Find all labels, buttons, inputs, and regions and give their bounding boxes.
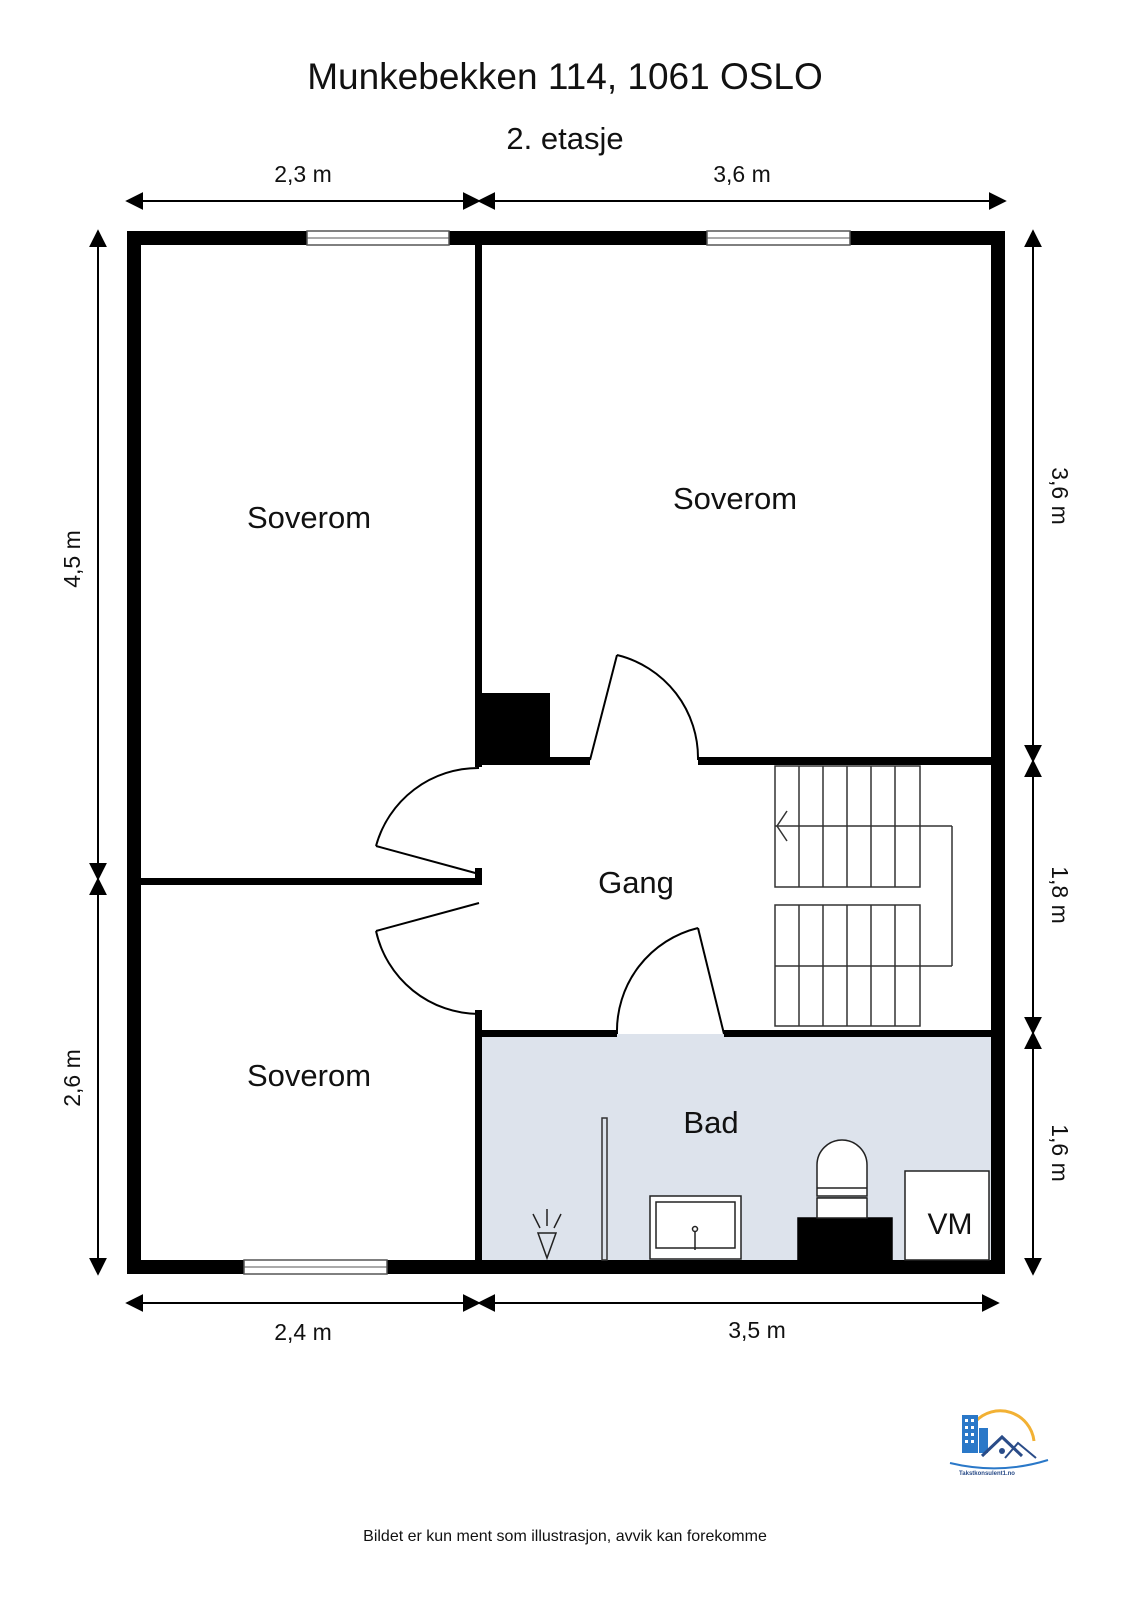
- toilet-icon: [797, 1139, 893, 1261]
- staircase: [774, 765, 953, 1027]
- room-label-hallway: Gang: [598, 865, 674, 900]
- door-bathroom: [615, 927, 725, 1035]
- door-bedroom-top-right: [589, 654, 700, 761]
- logo-swoosh: [949, 1459, 1049, 1470]
- dim-label-bottom-left: 2,4 m: [274, 1319, 332, 1345]
- washing-machine: VM: [904, 1170, 990, 1261]
- building-icon: [962, 1415, 988, 1453]
- disclaimer-text: Bildet er kun ment som illustrasjon, avv…: [363, 1528, 767, 1545]
- dim-label-left-lower: 2,6 m: [59, 1049, 85, 1107]
- door-bedroom-bottom-left: [375, 902, 480, 1015]
- room-label-bedroom-top-right: Soverom: [673, 481, 797, 516]
- company-logo: Takstkonsulent1.no: [949, 1409, 1049, 1477]
- window-top-left: [306, 230, 450, 246]
- address-title: Munkebekken 114, 1061 OSLO: [307, 56, 823, 97]
- logo-sun-arc: [973, 1409, 1036, 1442]
- dim-label-top-left: 2,3 m: [274, 161, 332, 187]
- washing-machine-label: VM: [928, 1208, 973, 1241]
- dimension-lines: [89, 192, 1042, 1312]
- dim-label-right-lower: 1,6 m: [1047, 1124, 1073, 1182]
- window-top-right: [706, 230, 851, 246]
- door-bedroom-top-left: [375, 766, 480, 875]
- dim-label-right-middle: 1,8 m: [1047, 866, 1073, 924]
- shaft-block: [482, 693, 550, 765]
- room-label-bedroom-top-left: Soverom: [247, 500, 371, 535]
- floor-subtitle: 2. etasje: [506, 121, 623, 156]
- shower-icon: [532, 1209, 562, 1261]
- room-label-bathroom: Bad: [683, 1105, 738, 1140]
- window-bottom-left: [243, 1259, 388, 1275]
- dim-label-left-upper: 4,5 m: [59, 530, 85, 588]
- house-roof-icon: [980, 1434, 1024, 1458]
- sink-icon: [649, 1195, 742, 1260]
- room-label-bedroom-bottom-left: Soverom: [247, 1058, 371, 1093]
- dim-label-bottom-right: 3,5 m: [728, 1317, 786, 1343]
- dim-label-right-upper: 3,6 m: [1047, 467, 1073, 525]
- shower-screen: [601, 1117, 608, 1261]
- logo-text: Takstkonsulent1.no: [959, 1471, 1015, 1477]
- mountain-icon: [1004, 1441, 1037, 1459]
- dim-label-top-right: 3,6 m: [713, 161, 771, 187]
